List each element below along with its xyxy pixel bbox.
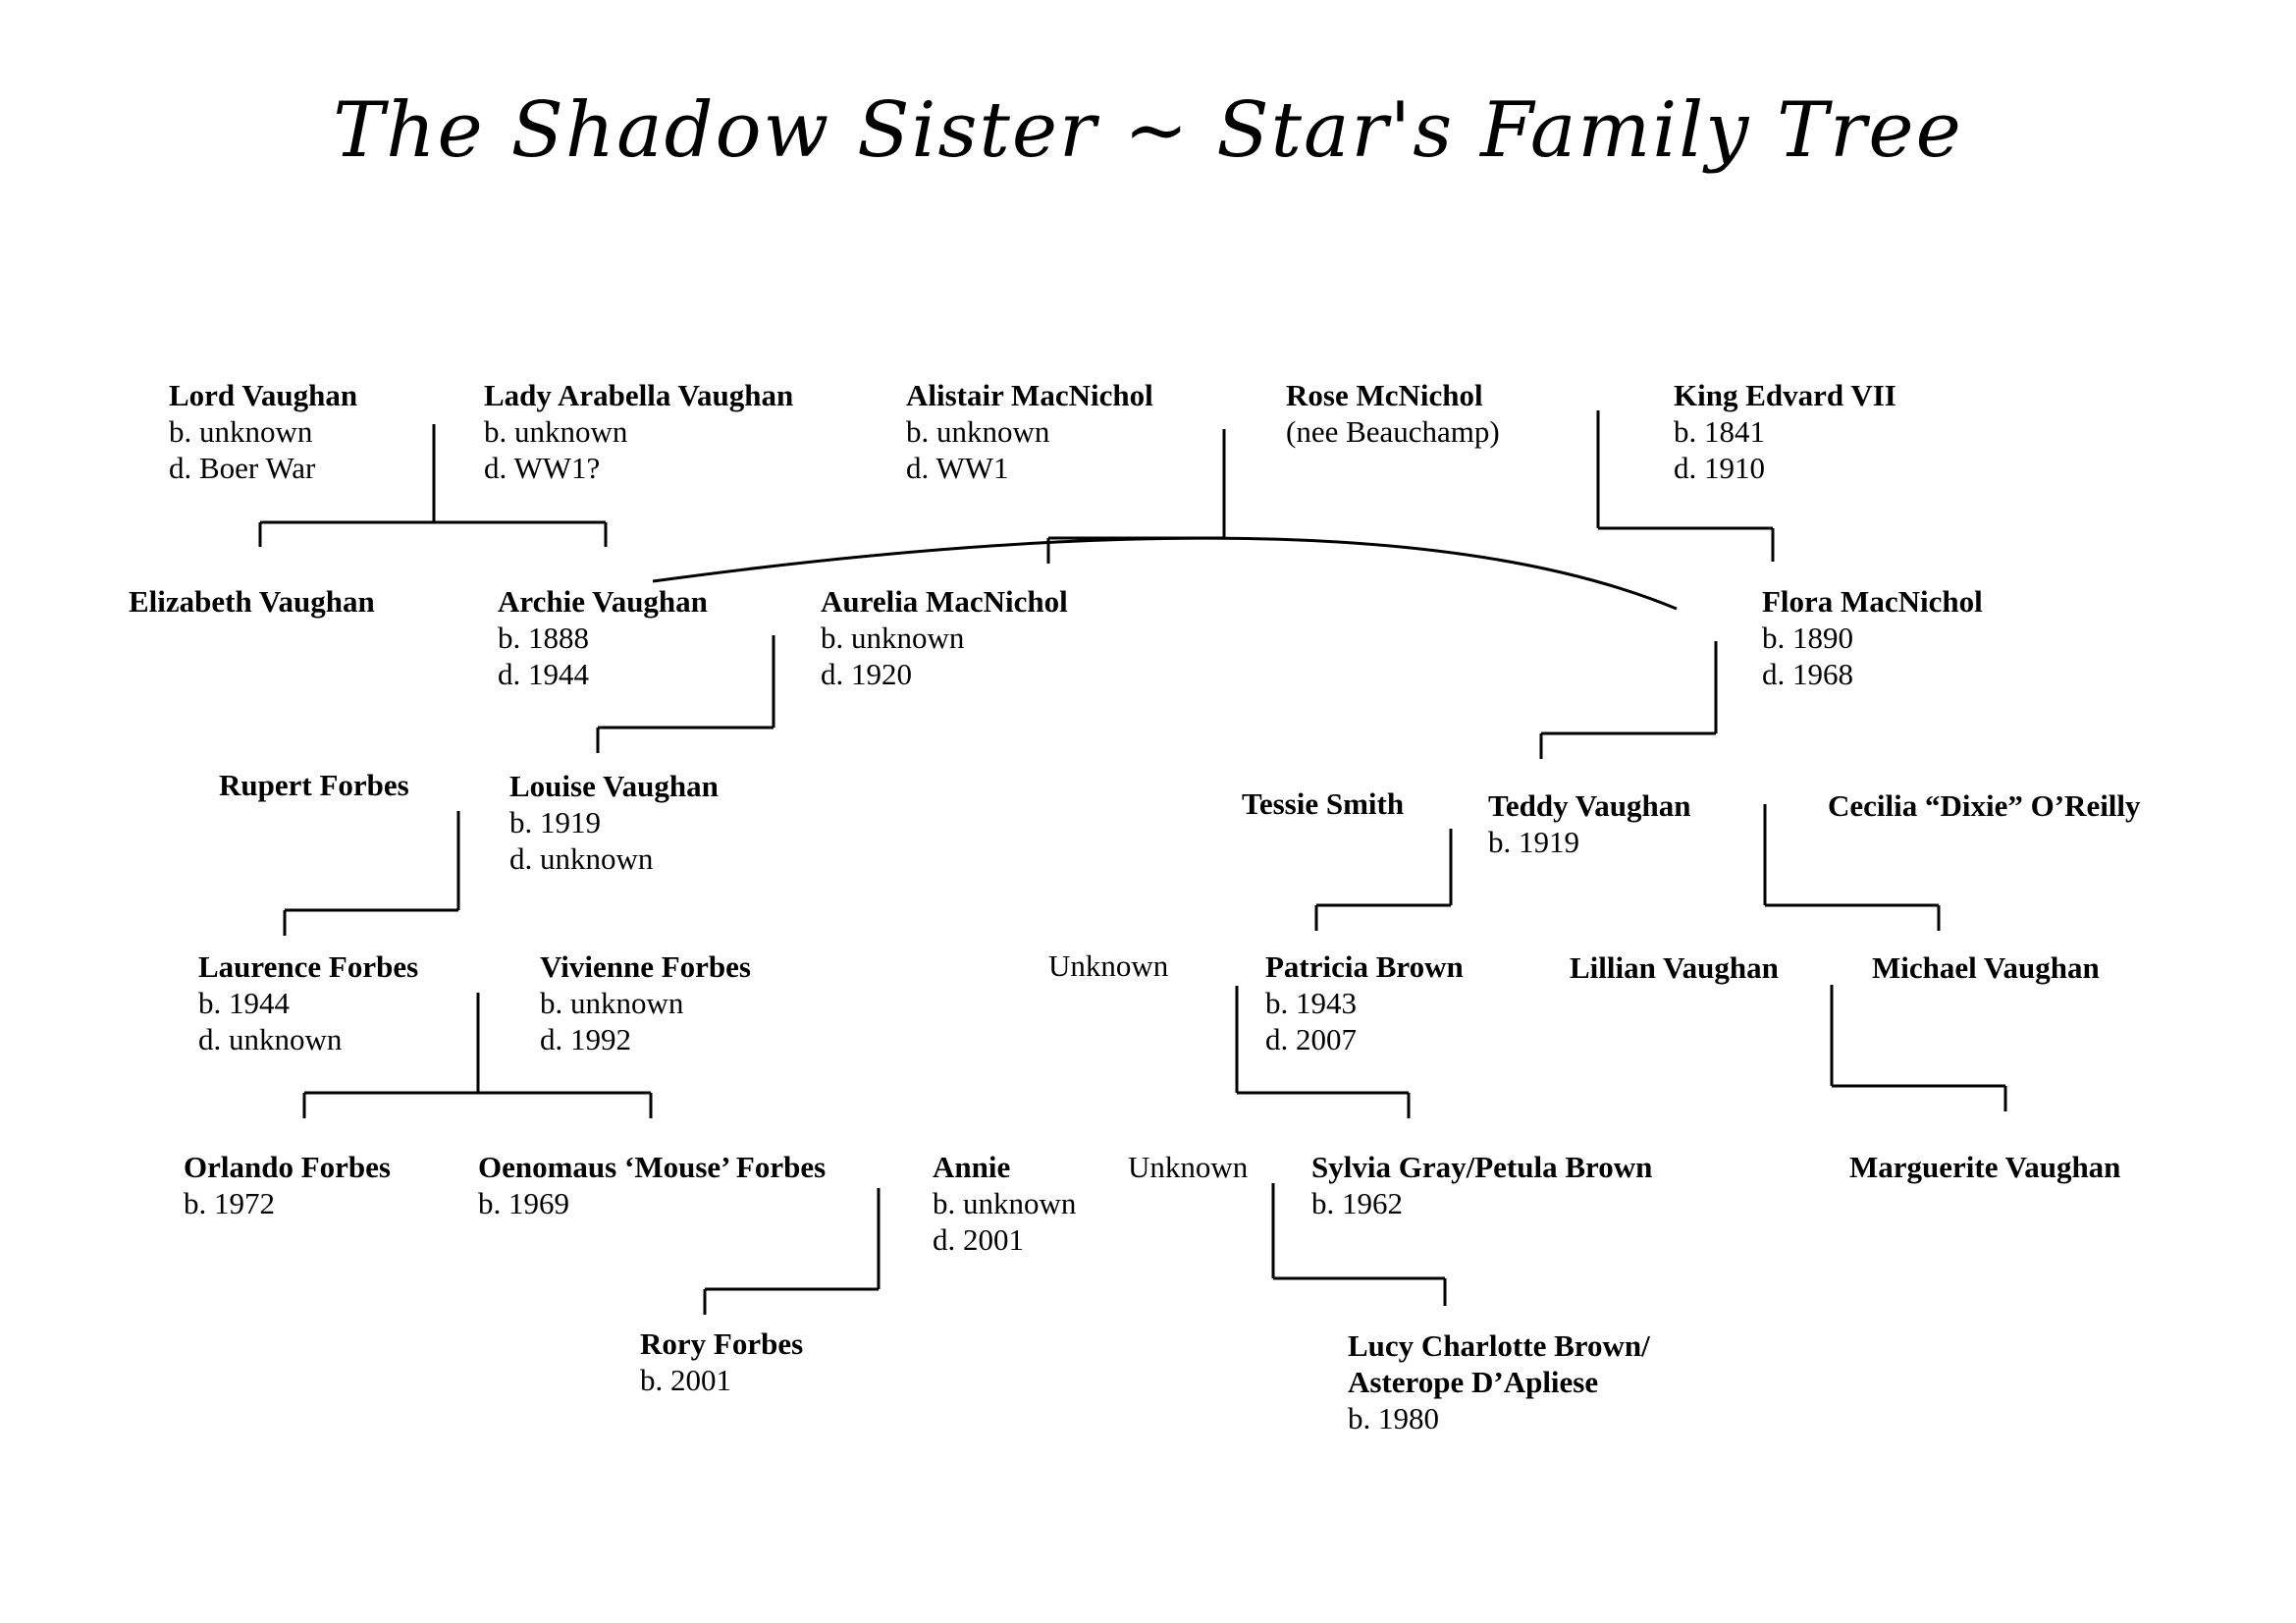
person-name: Michael Vaughan [1872,950,2100,985]
person-birth: b. unknown [906,414,1050,449]
person-death: d. 1920 [821,657,912,691]
person-name: King Edvard VII [1674,378,1896,412]
person-birth: b. 1888 [498,621,589,655]
person-birth: b. 1943 [1265,986,1357,1020]
person-birth: b. 1890 [1762,621,1853,655]
person-birth: b. 1962 [1311,1186,1403,1220]
person-death: d. unknown [198,1022,343,1056]
person-birth: b. 2001 [640,1363,731,1397]
person-death: d. 1968 [1762,657,1853,691]
person-birth: b. 1919 [509,805,601,839]
person-name: Oenomaus ‘Mouse’ Forbes [478,1150,827,1184]
person-name: Rory Forbes [640,1326,804,1361]
person-name: Louise Vaughan [509,769,719,803]
person-name: Rose McNichol [1286,378,1483,412]
person-elizabeth-vaughan: Elizabeth Vaughan [129,583,375,620]
person-lord-vaughan: Lord Vaughan b. unknown d. Boer War [169,377,357,486]
person-name: Aurelia MacNichol [821,584,1068,619]
person-name: Orlando Forbes [184,1150,391,1184]
person-birth: b. unknown [821,621,965,655]
person-birth: b. unknown [484,414,628,449]
person-death: d. 2001 [933,1222,1024,1257]
unknown-partner-label: Unknown [1048,948,1169,983]
person-vivienne-forbes: Vivienne Forbes b. unknown d. 1992 [540,948,751,1057]
person-name: Vivienne Forbes [540,949,751,984]
person-archie-vaughan: Archie Vaughan b. 1888 d. 1944 [498,583,708,692]
person-death: d. WW1 [906,451,1009,485]
person-death: d. WW1? [484,451,601,485]
person-birth: b. 1841 [1674,414,1765,449]
connector-arc [652,536,1678,611]
person-name: Tessie Smith [1242,786,1405,821]
person-name: Cecilia “Dixie” O’Reilly [1828,788,2141,823]
person-name: Laurence Forbes [198,949,419,984]
person-name: Archie Vaughan [498,584,708,619]
person-name: Marguerite Vaughan [1849,1150,2121,1184]
person-death: d. 2007 [1265,1022,1357,1056]
person-name: Patricia Brown [1265,949,1464,984]
person-rupert-forbes: Rupert Forbes [219,767,409,803]
person-birth: b. 1980 [1348,1401,1439,1435]
person-name: Sylvia Gray/Petula Brown [1311,1150,1653,1184]
person-name: Lillian Vaughan [1570,950,1779,985]
person-maiden-name: (nee Beauchamp) [1286,414,1500,449]
person-cecilia-oreilly: Cecilia “Dixie” O’Reilly [1828,787,2141,824]
person-lady-arabella-vaughan: Lady Arabella Vaughan b. unknown d. WW1? [484,377,793,486]
person-alias: Asterope D’Apliese [1348,1365,1599,1399]
person-death: d. 1910 [1674,451,1765,485]
person-name: Teddy Vaughan [1488,788,1691,823]
person-name: Flora MacNichol [1762,584,1983,619]
person-flora-macnichol: Flora MacNichol b. 1890 d. 1968 [1762,583,1983,692]
person-oenomaus-mouse-forbes: Oenomaus ‘Mouse’ Forbes b. 1969 [478,1149,826,1221]
person-death: d. 1992 [540,1022,631,1056]
person-name: Lady Arabella Vaughan [484,378,794,412]
person-death: d. Boer War [169,451,316,485]
person-death: d. 1944 [498,657,589,691]
person-louise-vaughan: Louise Vaughan b. 1919 d. unknown [509,768,719,877]
person-rory-forbes: Rory Forbes b. 2001 [640,1325,803,1398]
person-birth: b. unknown [933,1186,1077,1220]
person-name: Lord Vaughan [169,378,358,412]
person-alistair-macnichol: Alistair MacNichol b. unknown d. WW1 [906,377,1153,486]
person-laurence-forbes: Laurence Forbes b. 1944 d. unknown [198,948,418,1057]
person-annie: Annie b. unknown d. 2001 [933,1149,1076,1258]
person-birth: b. unknown [169,414,313,449]
person-birth: b. 1919 [1488,825,1579,859]
person-king-edvard-vii: King Edvard VII b. 1841 d. 1910 [1674,377,1896,486]
person-rose-mcnichol: Rose McNichol (nee Beauchamp) [1286,377,1500,450]
person-name: Lucy Charlotte Brown/ [1348,1328,1650,1363]
person-aurelia-macnichol: Aurelia MacNichol b. unknown d. 1920 [821,583,1068,692]
person-lucy-charlotte-brown: Lucy Charlotte Brown/ Asterope D’Apliese… [1348,1327,1650,1436]
person-birth: b. 1972 [184,1186,275,1220]
person-lillian-vaughan: Lillian Vaughan [1570,949,1779,986]
person-name: Elizabeth Vaughan [129,584,375,619]
page-title: The Shadow Sister ~ Star's Family Tree [333,86,1963,175]
person-orlando-forbes: Orlando Forbes b. 1972 [184,1149,391,1221]
person-michael-vaughan: Michael Vaughan [1872,949,2100,986]
person-birth: b. 1969 [478,1186,569,1220]
person-name: Annie [933,1150,1011,1184]
person-birth: b. unknown [540,986,684,1020]
person-death: d. unknown [509,841,654,876]
person-tessie-smith: Tessie Smith [1242,785,1404,822]
unknown-partner-label: Unknown [1128,1150,1249,1184]
person-name: Rupert Forbes [219,768,409,802]
person-marguerite-vaughan: Marguerite Vaughan [1849,1149,2120,1185]
person-patricia-brown: Patricia Brown b. 1943 d. 2007 [1265,948,1464,1057]
person-sylvia-gray-petula-brown: Sylvia Gray/Petula Brown b. 1962 [1311,1149,1652,1221]
person-name: Alistair MacNichol [906,378,1153,412]
person-teddy-vaughan: Teddy Vaughan b. 1919 [1488,787,1691,860]
person-birth: b. 1944 [198,986,290,1020]
